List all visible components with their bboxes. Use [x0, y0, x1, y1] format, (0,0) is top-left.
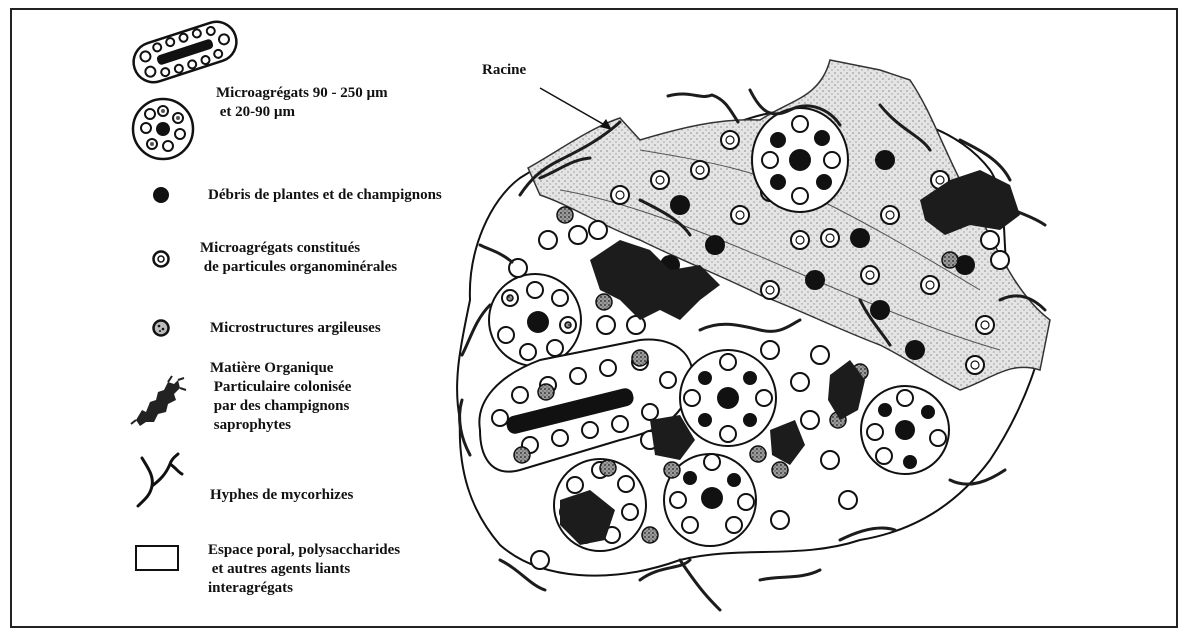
aggregate-right: [861, 386, 949, 474]
aggregate-left: [489, 274, 581, 366]
aggregate-top: [752, 108, 848, 212]
aggregate-center: [680, 350, 776, 446]
root-arrow: [540, 88, 612, 130]
